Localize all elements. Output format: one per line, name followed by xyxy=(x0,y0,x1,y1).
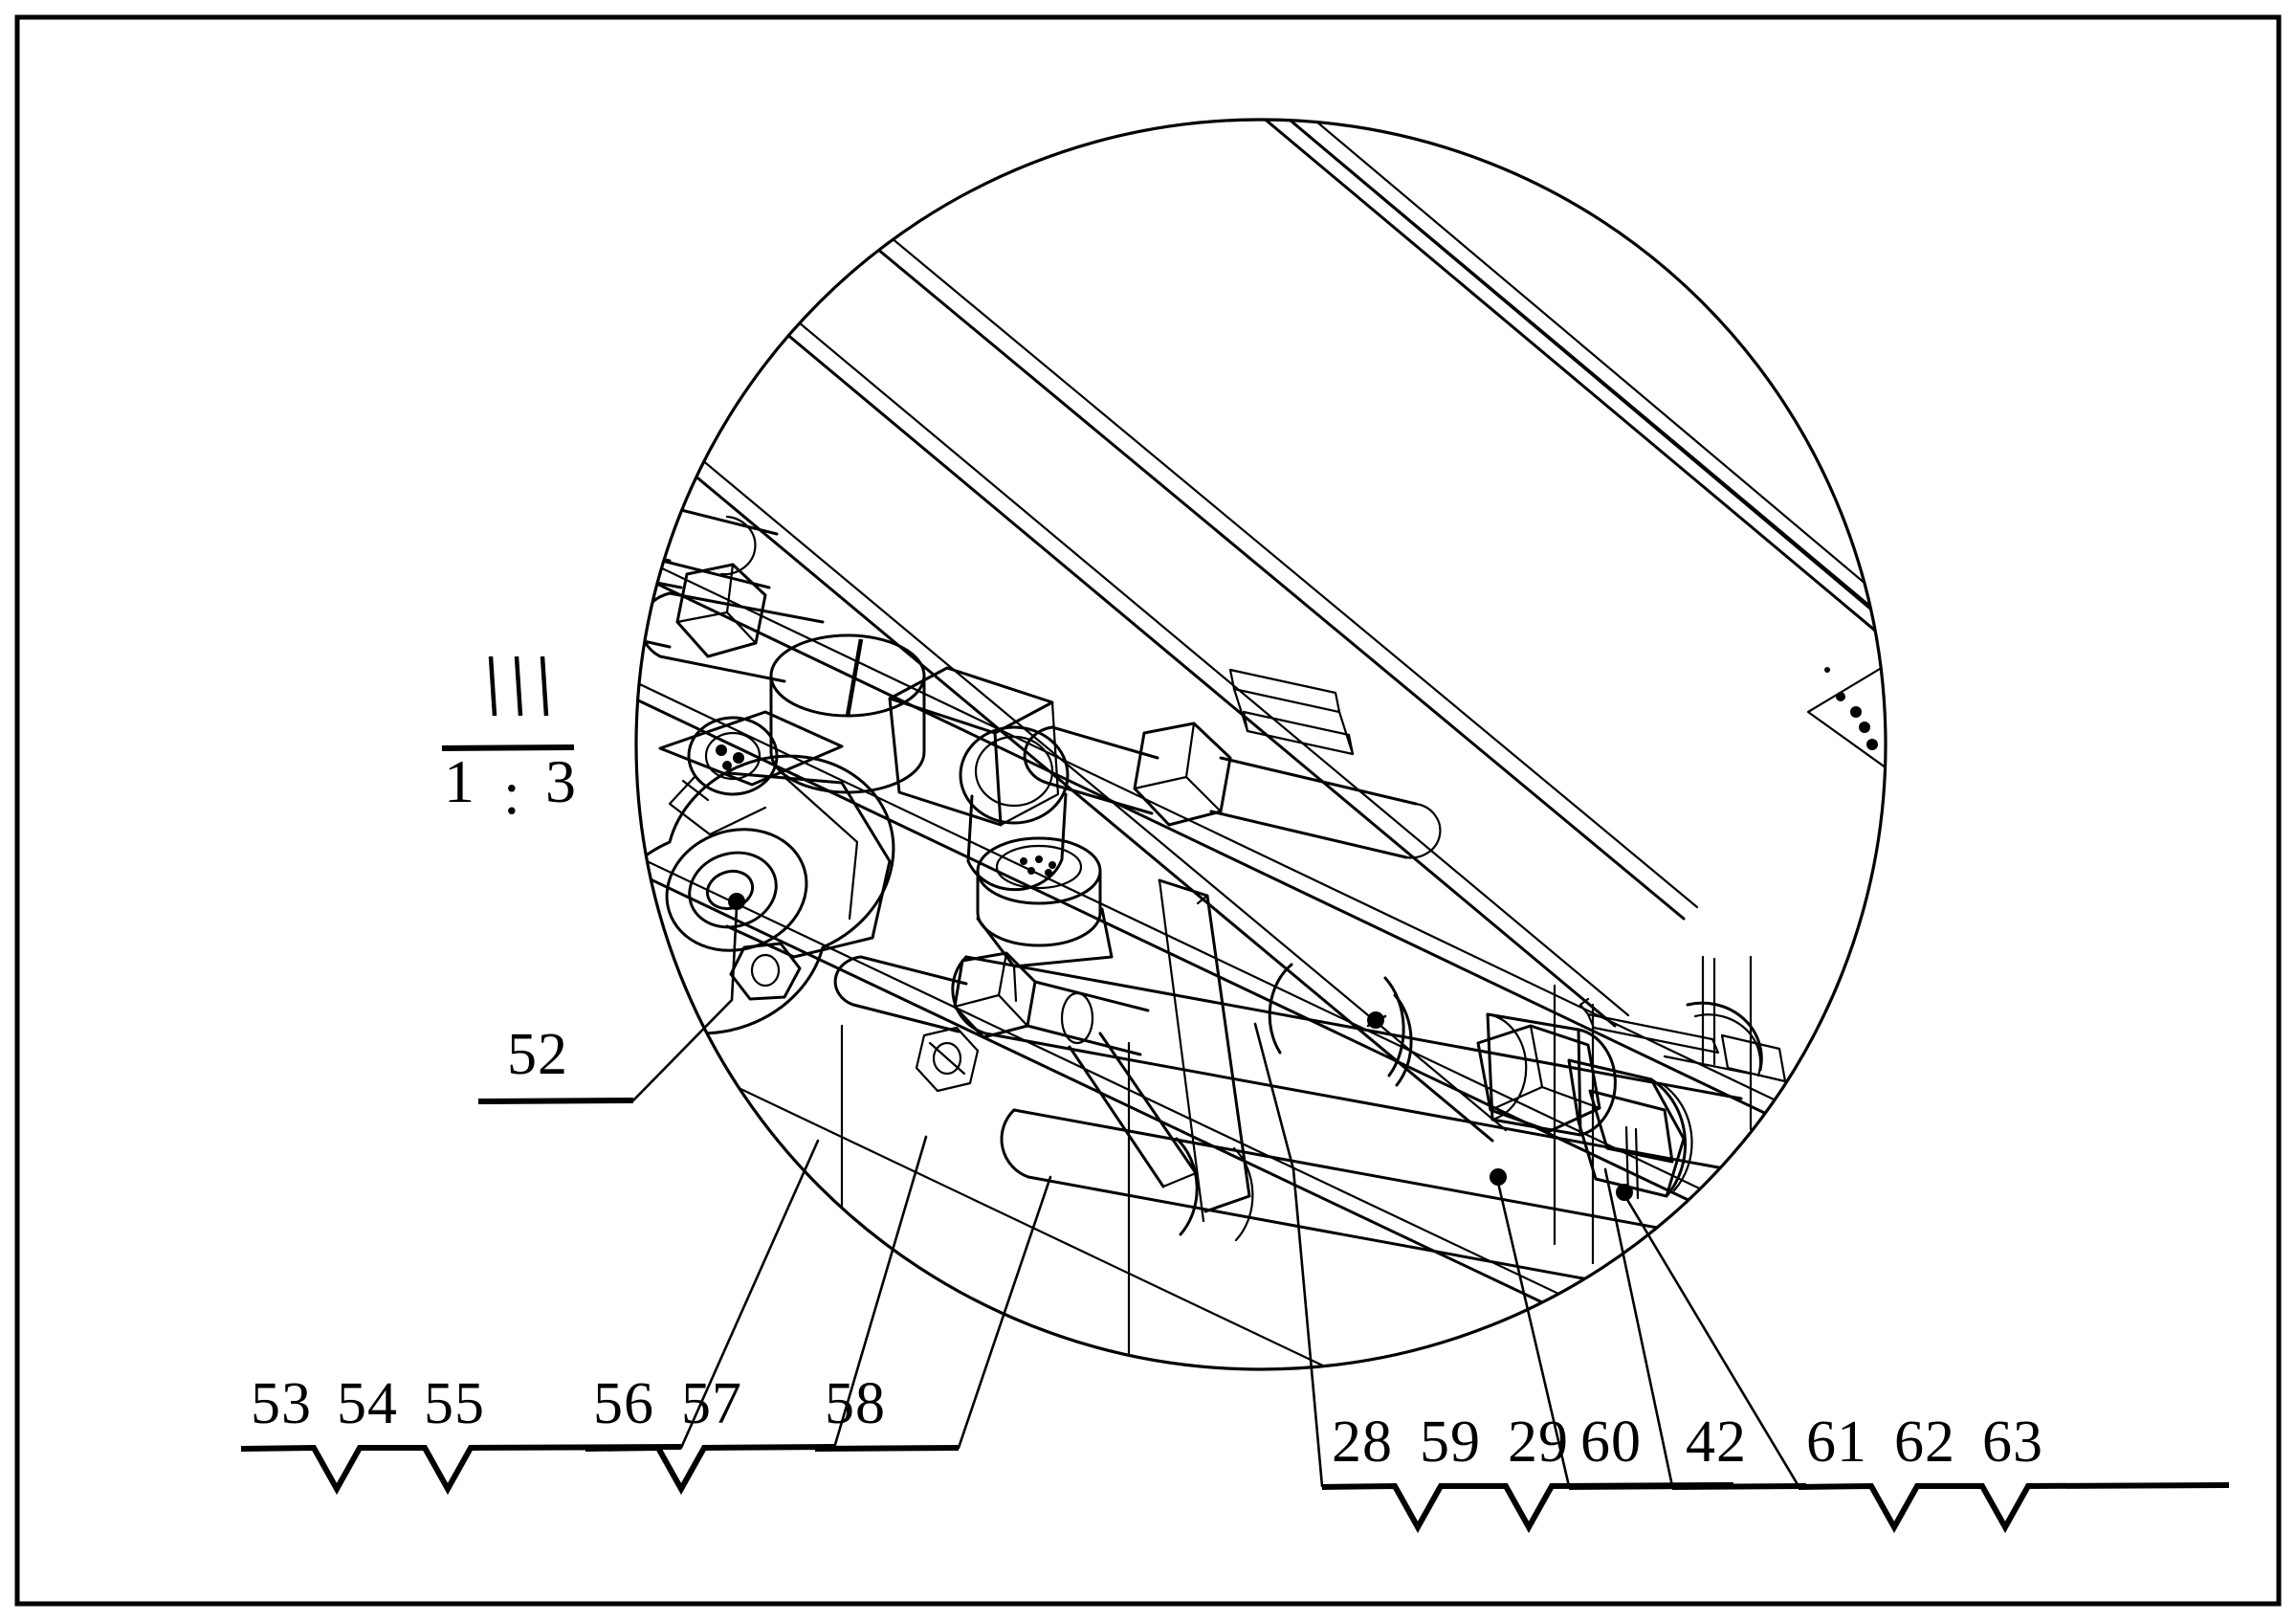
callout-42[interactable]: 42 xyxy=(1671,1410,1807,1490)
lower-elbow-branch xyxy=(833,951,1198,1188)
center-manifold-block xyxy=(888,666,1442,892)
callout-60[interactable]: 60 xyxy=(1568,1410,1704,1490)
leader-56-57 xyxy=(832,1135,928,1450)
callout-62-number: 62 xyxy=(1894,1410,1955,1475)
callout-28-number: 28 xyxy=(1332,1410,1393,1475)
upper-deck-rails xyxy=(636,120,1886,1143)
right-hex-union-and-elbow xyxy=(1476,955,1787,1200)
leader-dot-52 xyxy=(728,893,745,910)
leader-stub-29 xyxy=(1253,1022,1295,1171)
leader-42 xyxy=(1603,1167,1674,1488)
callout-61-62-63-underline xyxy=(1798,1482,2230,1534)
detail-view-callout: 1 : 3 xyxy=(441,655,576,827)
view-label-divider xyxy=(441,744,575,751)
assembly-illustration xyxy=(636,120,1886,1369)
left-valve-cluster xyxy=(636,496,1442,1223)
leader-dot-59 xyxy=(1367,1011,1384,1029)
diagonal-strut xyxy=(1158,878,1251,1223)
callout-55-number: 55 xyxy=(424,1371,485,1436)
callout-56-57-underline xyxy=(585,1444,835,1496)
callout-52[interactable]: 52 xyxy=(477,1022,634,1104)
callout-56-number: 56 xyxy=(593,1371,654,1436)
callout-63-number: 63 xyxy=(1982,1410,2043,1475)
rivet-detail-triangle xyxy=(1806,658,1886,777)
leader-52 xyxy=(631,905,739,1102)
scale-colon: : xyxy=(503,759,520,827)
callout-53-54-55-underline xyxy=(240,1444,682,1496)
callout-28-59-29[interactable]: 28 59 29 xyxy=(1321,1410,1734,1534)
leader-58 xyxy=(957,1175,1052,1450)
callout-56-57[interactable]: 56 57 xyxy=(585,1371,835,1496)
leader-dot-61-62-63 xyxy=(1616,1184,1633,1201)
round-flange-valve xyxy=(636,754,895,1035)
solenoid-stack xyxy=(976,836,1114,1003)
leader-60 xyxy=(1496,1181,1571,1488)
callout-52-number: 52 xyxy=(507,1022,568,1087)
leader-53-54-55 xyxy=(679,1139,820,1450)
callout-61-62-63[interactable]: 61 62 63 xyxy=(1798,1410,2230,1534)
callout-53-number: 53 xyxy=(251,1371,312,1436)
sheet-border xyxy=(14,14,2282,1607)
callout-60-number: 60 xyxy=(1580,1410,1642,1475)
callout-58[interactable]: 58 xyxy=(814,1371,960,1452)
callout-58-number: 58 xyxy=(825,1371,886,1436)
callout-42-underline xyxy=(1671,1483,1807,1490)
main-pipe-run xyxy=(951,955,1762,1177)
callout-29-number: 29 xyxy=(1508,1410,1569,1475)
callout-54-number: 54 xyxy=(337,1371,398,1436)
view-id-ticks xyxy=(488,655,549,717)
callout-42-number: 42 xyxy=(1686,1410,1747,1475)
callout-28-59-29-underline xyxy=(1321,1482,1734,1534)
callout-61-number: 61 xyxy=(1806,1410,1867,1475)
leader-28-59-29 xyxy=(1292,1167,1324,1488)
callout-53-54-55[interactable]: 53 54 55 xyxy=(240,1371,682,1496)
scale-denominator: 3 xyxy=(545,747,576,815)
detail-boundary-circle xyxy=(634,118,1888,1371)
leader-61-62-63 xyxy=(1624,1196,1800,1488)
leader-lines xyxy=(631,893,1800,1488)
scale-numerator: 1 xyxy=(444,747,475,815)
callout-59-number: 59 xyxy=(1420,1410,1481,1475)
loose-hex-nut xyxy=(915,1026,980,1093)
callout-52-underline xyxy=(477,1098,634,1104)
callout-58-underline xyxy=(814,1445,960,1452)
leader-dot-60 xyxy=(1490,1168,1507,1186)
callout-57-number: 57 xyxy=(681,1371,742,1436)
